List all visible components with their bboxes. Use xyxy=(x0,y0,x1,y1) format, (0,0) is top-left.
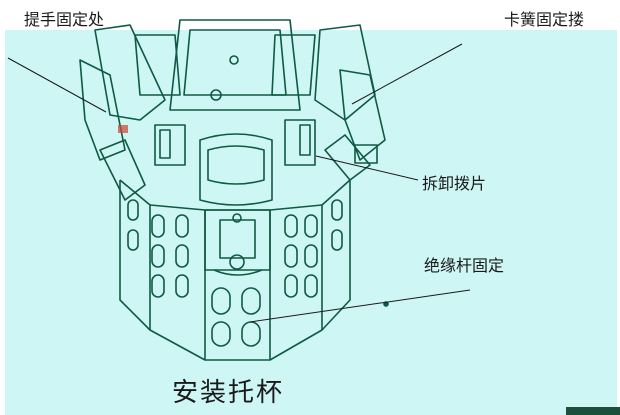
corner-mark xyxy=(566,407,620,415)
cage-body-outline xyxy=(119,179,351,361)
label-insulating-rod-fixing: 绝缘杆固定 xyxy=(424,256,505,275)
rod-clamp-block xyxy=(204,209,271,271)
label-handle-fixing: 提手固定处 xyxy=(24,10,105,29)
leader-removal-tab xyxy=(315,155,419,181)
label-removal-tab: 拆卸拨片 xyxy=(422,174,487,193)
cup-bowl xyxy=(199,133,273,206)
leader-lines xyxy=(7,43,471,323)
cup-holder-drawing xyxy=(79,19,389,361)
right-spring-bracket xyxy=(314,24,376,121)
color-mark xyxy=(118,125,128,133)
cage-right-face xyxy=(321,180,351,331)
diagram-title: 安装托杯 xyxy=(172,378,285,408)
leader-handle xyxy=(7,57,107,113)
cage-left-face xyxy=(119,180,151,331)
leader-insulating-rod xyxy=(249,289,471,323)
label-spring-fixing: 卡簧固定搂 xyxy=(504,10,585,29)
left-handle-bracket xyxy=(94,24,166,121)
top-housing xyxy=(169,19,301,111)
leader-spring xyxy=(351,43,463,105)
